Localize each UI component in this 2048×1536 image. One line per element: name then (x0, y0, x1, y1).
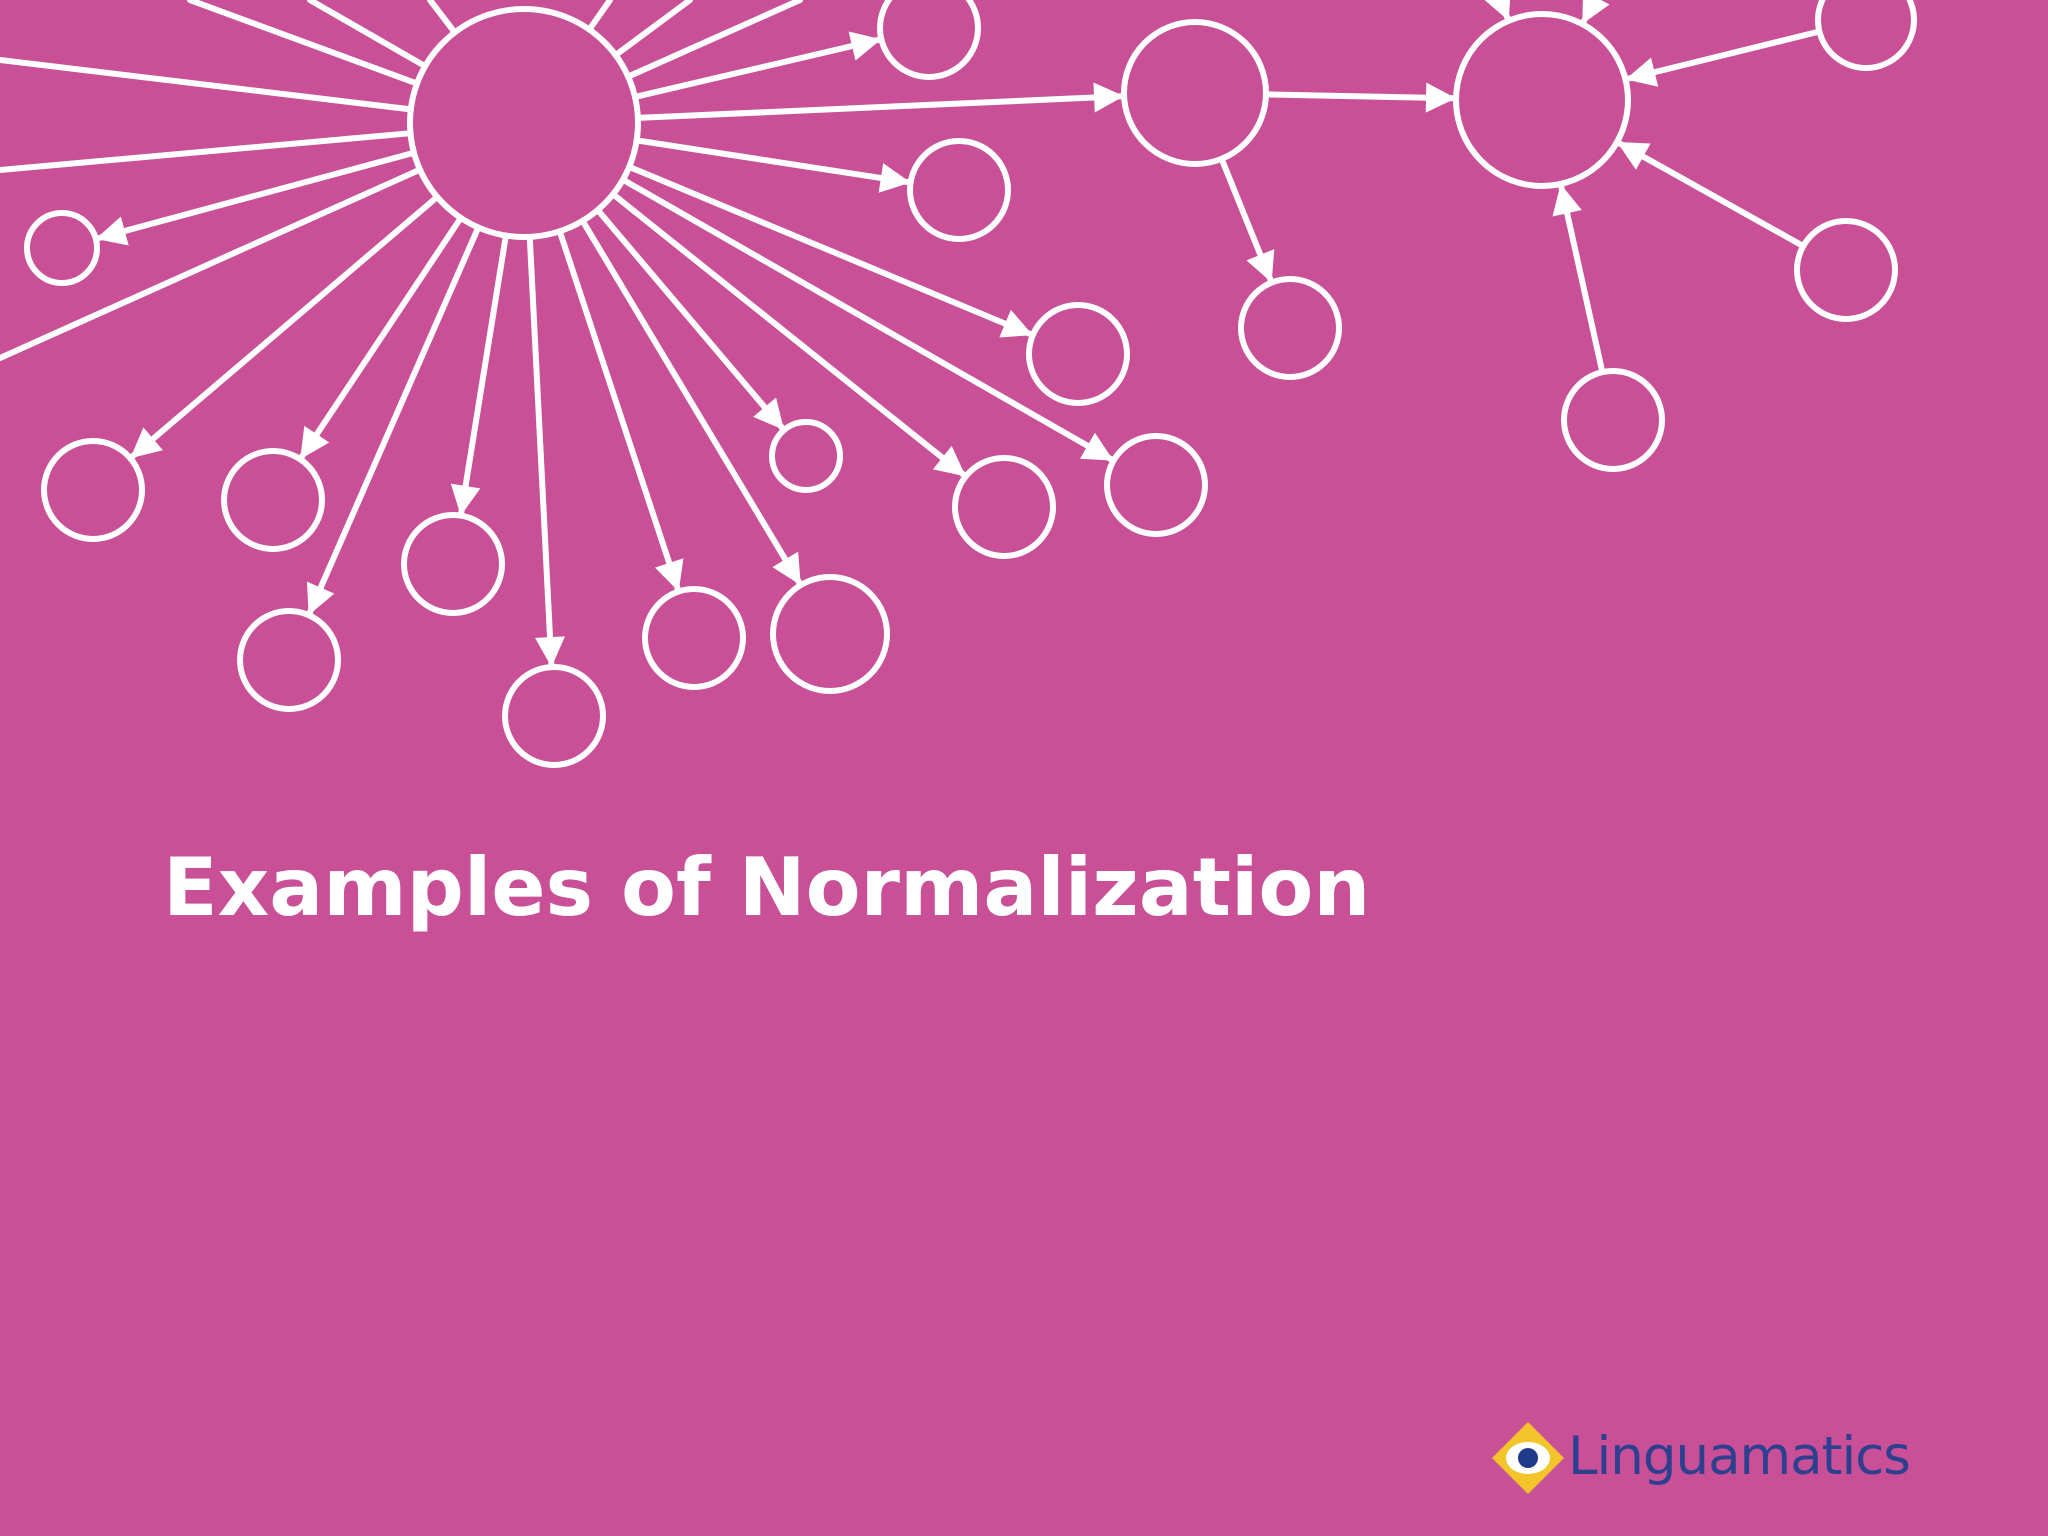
network-spoke (307, 0, 429, 70)
network-arrow (1483, 0, 1512, 24)
network-arrow (297, 214, 464, 463)
network-arrow (631, 31, 885, 100)
network-node (237, 608, 341, 712)
network-node (24, 210, 100, 286)
network-spoke (0, 166, 423, 361)
network-arrow (526, 233, 565, 671)
network-node (221, 448, 325, 552)
network-spoke (612, 0, 693, 59)
network-arrow (626, 163, 1036, 339)
network-node (407, 6, 641, 240)
network-arrow (1218, 155, 1275, 286)
network-spoke (586, 0, 613, 33)
network-arrow (127, 193, 441, 462)
network-node (401, 512, 505, 616)
network-node (1794, 218, 1898, 322)
network-arrow (1262, 82, 1460, 113)
network-spoke (187, 0, 421, 87)
network-arrow (634, 82, 1128, 121)
network-node (952, 455, 1056, 559)
network-arrow (450, 232, 509, 519)
network-node (877, 0, 981, 80)
company-name: Linguamatics (1568, 1425, 1911, 1487)
network-arrow (1622, 28, 1823, 87)
network-node (769, 419, 843, 493)
network-spoke (625, 0, 803, 80)
logo-eye-dot (1518, 1448, 1538, 1468)
network-node (502, 664, 606, 768)
network-spoke (0, 130, 414, 173)
network-arrow (1579, 0, 1610, 28)
network-arrow (579, 217, 804, 589)
network-arrow (305, 224, 482, 619)
network-node (1561, 368, 1665, 472)
network-node (770, 574, 890, 694)
network-spoke (0, 57, 414, 113)
network-arrow (556, 228, 684, 595)
network-nodes (24, 0, 1917, 768)
network-node (1453, 11, 1631, 189)
network-node (907, 138, 1011, 242)
slide-title: Examples of Normalization (163, 841, 1371, 934)
network-node (642, 586, 746, 690)
network-arrow (1614, 138, 1807, 250)
network-node (1104, 433, 1208, 537)
network-arrow (633, 137, 914, 193)
network-arrow (594, 206, 788, 434)
network-node (1815, 0, 1917, 71)
network-node (1026, 302, 1130, 406)
network-arrow (610, 191, 969, 480)
network-arrow (619, 176, 1117, 464)
network-node (1121, 19, 1269, 167)
company-logo: Linguamatics (1490, 1418, 1911, 1498)
network-arrow (1552, 180, 1606, 376)
network-node (41, 438, 145, 542)
network-arrow (92, 149, 417, 246)
network-edges (0, 0, 1823, 671)
linguamatics-logo-icon (1492, 1422, 1564, 1494)
network-spoke (427, 0, 458, 36)
network-node (1238, 276, 1342, 380)
